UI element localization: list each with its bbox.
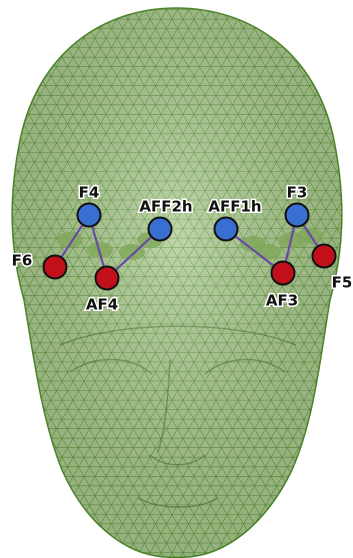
source-marker-aff2h	[149, 218, 172, 241]
channel-label-aff1h: AFF1h	[208, 198, 261, 216]
detector-marker-af4	[96, 267, 119, 290]
channel-label-aff2h: AFF2h	[139, 198, 192, 216]
channel-label-f4: F4	[79, 184, 100, 202]
channel-label-af4: AF4	[86, 296, 118, 314]
source-marker-f3	[286, 204, 309, 227]
detector-marker-f6	[44, 256, 67, 279]
channel-label-f5: F5	[332, 274, 353, 292]
sensitivity-patch	[255, 244, 281, 260]
channel-label-af3: AF3	[266, 292, 298, 310]
source-marker-aff1h	[215, 218, 238, 241]
detector-marker-af3	[272, 262, 295, 285]
channel-label-f6: F6	[12, 252, 33, 270]
head-shading	[12, 8, 342, 558]
source-marker-f4	[78, 204, 101, 227]
channel-label-f3: F3	[287, 184, 308, 202]
detector-marker-f5	[313, 245, 336, 268]
